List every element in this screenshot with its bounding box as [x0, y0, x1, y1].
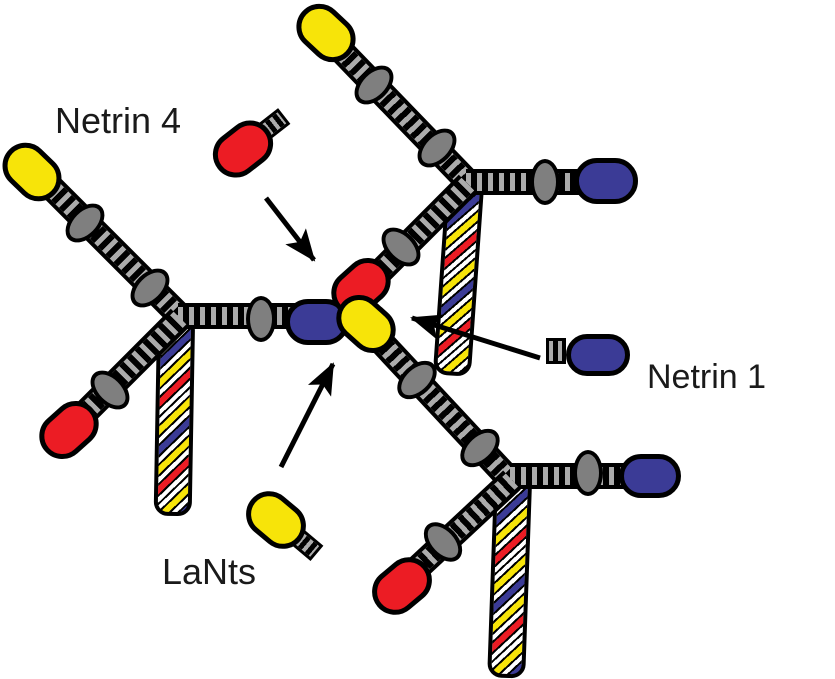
netrin1-globular-domain-icon [566, 334, 630, 376]
netrin1-stub-icon [546, 338, 566, 364]
lants-arrow-icon [278, 362, 336, 469]
netrin4-arrow-icon [264, 196, 316, 262]
netrin1-arrow-icon [410, 314, 541, 361]
arm-node-icon [530, 159, 560, 205]
arm-node-icon [573, 450, 603, 496]
lants-label: LaNts [162, 551, 257, 592]
netrin4-label: Netrin 4 [55, 100, 182, 141]
blue-terminal-domain-icon [619, 454, 681, 498]
blue-terminal-domain-icon [574, 158, 638, 204]
netrin1-label: Netrin 1 [647, 358, 767, 396]
arm-node-icon [246, 296, 276, 342]
